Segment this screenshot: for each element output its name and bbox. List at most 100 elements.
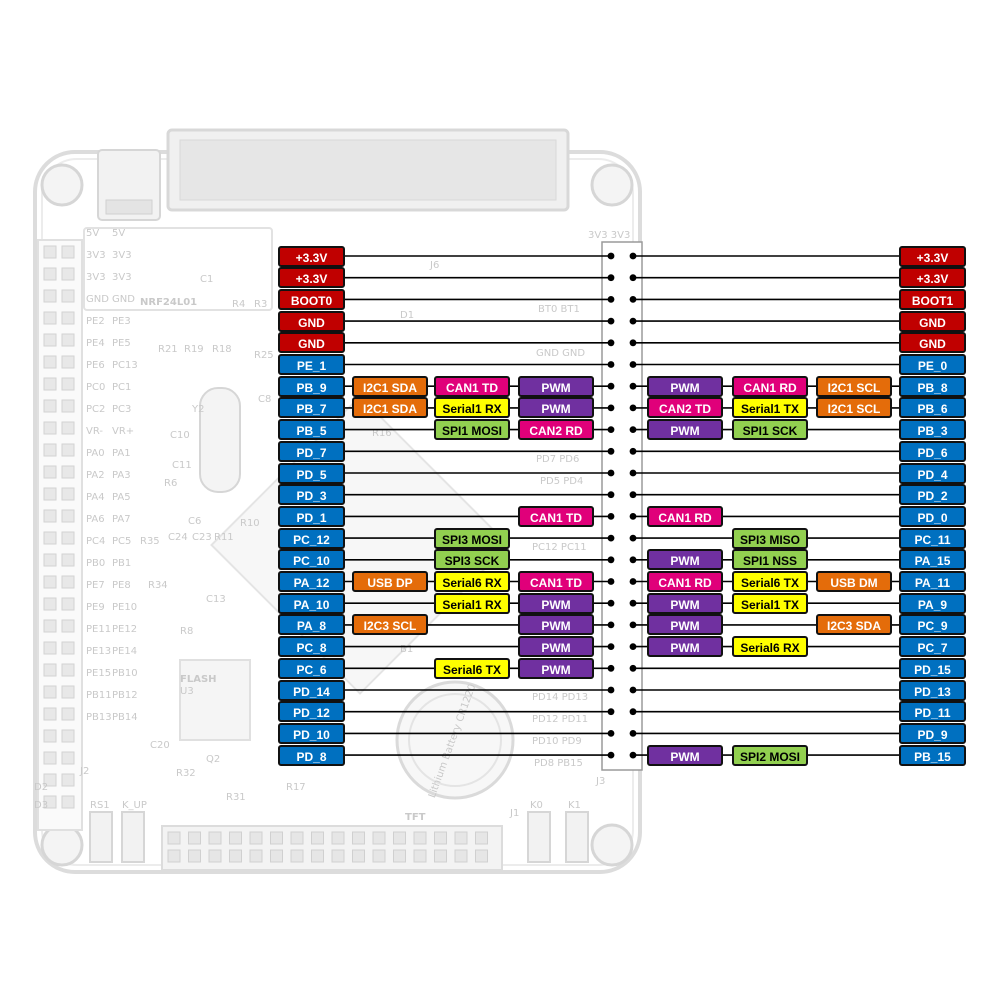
pin-left-pc-8: PC_8: [278, 636, 345, 658]
pin-left-pd-7: PD_7: [278, 440, 345, 462]
right-pin-dot: [629, 556, 637, 564]
button-label: K1: [568, 800, 581, 811]
j3-pin-silk: PD12 PD11: [532, 714, 588, 725]
left-pin-dot: [607, 686, 615, 694]
silk-label: 5V: [112, 228, 125, 239]
func-tag-i2c: I2C1 SCL: [816, 375, 892, 397]
header-pin: [43, 487, 57, 501]
silk-label: PB12: [112, 690, 138, 701]
header-pin: [43, 289, 57, 303]
right-pin-dot: [629, 404, 637, 412]
component-label: C11: [172, 460, 192, 471]
pin-left-pa-8: PA_8: [278, 614, 345, 636]
left-pin-dot: [607, 513, 615, 520]
silk-label: PC2: [86, 404, 105, 415]
func-tag-spi: SPI3 MOSI: [434, 527, 510, 549]
right-pin-dot: [629, 621, 637, 629]
func-tag-uart: Serial1 RX: [434, 397, 510, 419]
header-pin: [61, 619, 75, 633]
right-pin-dot: [629, 317, 637, 325]
silk-label: PB1: [112, 558, 131, 569]
header-pin: [43, 729, 57, 743]
component-label: D2: [34, 782, 48, 793]
crystal: [199, 387, 241, 493]
header-pin: [475, 831, 488, 845]
pin-right-pb-3: PB_3: [899, 419, 966, 441]
left-pin-dot: [607, 469, 615, 477]
func-tag-pwm: PWM: [647, 744, 723, 766]
button-k1: [565, 811, 589, 863]
header-pin: [43, 267, 57, 281]
pin-right-pa-9: PA_9: [899, 592, 966, 614]
button-label: RS1: [90, 800, 110, 811]
silk-label: PE7: [86, 580, 105, 591]
button-label: K_UP: [122, 800, 147, 811]
header-pin: [61, 465, 75, 479]
right-pin-dot: [629, 599, 637, 607]
component-label: C20: [150, 740, 170, 751]
pin-left-pd-3: PD_3: [278, 484, 345, 506]
left-pin-dot: [607, 751, 615, 759]
pin-left--3-3v: +3.3V: [278, 267, 345, 289]
j3-pin-silk: PC12 PC11: [532, 542, 587, 553]
component-label: R16: [372, 428, 392, 439]
pin-left-pc-10: PC_10: [278, 549, 345, 571]
header-pin: [43, 421, 57, 435]
func-tag-spi: SPI3 MISO: [732, 527, 808, 549]
pin-right-pe-0: PE_0: [899, 354, 966, 375]
header-pin: [61, 773, 75, 787]
silk-label: PA6: [86, 514, 105, 525]
component-label: R11: [214, 532, 234, 543]
silk-label: PC13: [112, 360, 138, 371]
pin-right-pd-6: PD_6: [899, 440, 966, 462]
header-pin: [393, 849, 406, 863]
j3-pin-silk: BT0 BT1: [538, 304, 580, 315]
j3-pin-silk: PD7 PD6: [536, 454, 579, 465]
silk-label: PC3: [112, 404, 131, 415]
silk-label: PC1: [112, 382, 131, 393]
component-label: R10: [240, 518, 260, 529]
header-pin: [61, 311, 75, 325]
header-pin: [61, 729, 75, 743]
func-tag-pwm: PWM: [647, 614, 723, 636]
silk-label: PC0: [86, 382, 105, 393]
header-pin: [43, 795, 57, 809]
header-pin: [188, 831, 201, 845]
pin-left-pc-6: PC_6: [278, 657, 345, 679]
silk-label: PE6: [86, 360, 105, 371]
pin-right-gnd: GND: [899, 332, 966, 354]
pin-left-pe-1: PE_1: [278, 354, 345, 375]
header-pin: [208, 831, 222, 845]
component-label: Q2: [206, 754, 220, 765]
silk-label: 3V3: [86, 250, 106, 261]
silk-label: 3V3: [86, 272, 106, 283]
left-pin-dot: [607, 339, 615, 347]
header-pin: [229, 849, 242, 863]
header-pin: [43, 773, 57, 787]
right-pin-dot: [629, 686, 637, 694]
silk-label: PB13: [86, 712, 112, 723]
header-pin: [61, 399, 75, 413]
silk-label: 5V: [86, 228, 99, 239]
header-pin: [454, 831, 468, 845]
func-tag-can: CAN2 RD: [518, 419, 594, 441]
silk-label: PB10: [112, 668, 138, 679]
header-pin: [61, 333, 75, 347]
button-label: K0: [530, 800, 543, 811]
component-label: C23: [192, 532, 212, 543]
right-pin-dot: [629, 296, 637, 303]
header-pin: [61, 289, 75, 303]
header-pin: [61, 267, 75, 281]
right-pin-dot: [629, 578, 637, 585]
func-tag-uart: Serial1 TX: [732, 397, 808, 419]
func-tag-pwm: PWM: [518, 375, 594, 397]
silk-label: PA5: [112, 492, 131, 503]
func-tag-usb: USB DM: [816, 571, 892, 592]
flash-label: FLASH: [180, 674, 217, 685]
component-label: R21: [158, 344, 178, 355]
left-pin-dot: [607, 643, 615, 650]
silk-label: PE9: [86, 602, 105, 613]
func-tag-pwm: PWM: [518, 657, 594, 679]
mounting-hole-icon: [590, 163, 634, 207]
header-pin: [61, 377, 75, 391]
